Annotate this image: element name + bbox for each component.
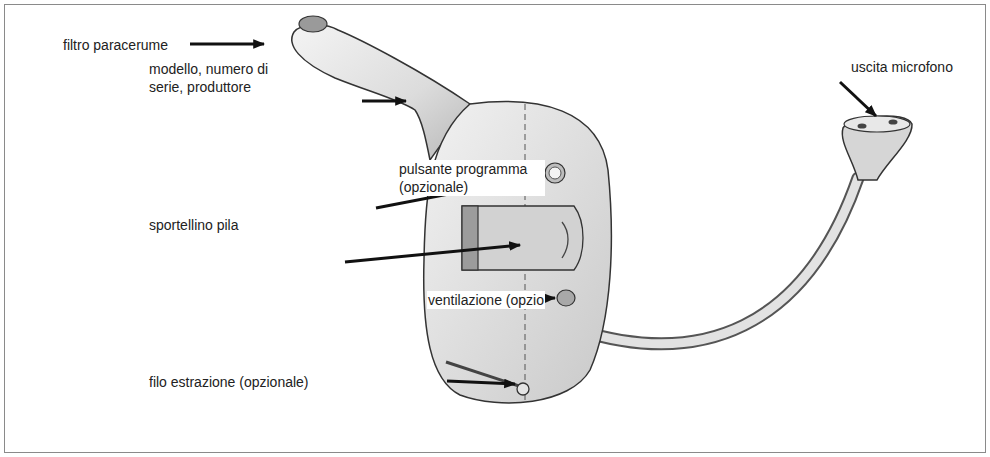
microphone-hole xyxy=(858,123,867,128)
part-label: sportellino pila xyxy=(148,216,240,234)
battery-door xyxy=(462,206,583,270)
part-label: uscita microfono xyxy=(850,58,954,76)
leader-arrow xyxy=(190,43,264,46)
microphone-tube xyxy=(578,178,858,344)
leader-arrow xyxy=(345,245,520,262)
frame xyxy=(5,5,986,453)
removal-wire xyxy=(446,362,519,386)
microphone-tube-fill xyxy=(578,178,858,344)
vent xyxy=(557,290,575,306)
program-button xyxy=(545,163,565,183)
leader-arrow xyxy=(840,82,876,116)
microphone-head xyxy=(842,116,912,180)
leader-arrows xyxy=(190,44,876,384)
part-label: filtro paracerume xyxy=(62,36,169,54)
program-button-top xyxy=(549,167,561,179)
microphone-hole xyxy=(889,119,898,124)
wax-filter xyxy=(299,16,327,32)
part-label: filo estrazione (opzionale) xyxy=(148,373,310,391)
removal-wire-knob xyxy=(517,383,529,395)
part-label: modello, numero di serie, produttore xyxy=(148,60,290,96)
battery-door-grip xyxy=(562,222,568,258)
part-label: pulsante programma (opzionale) xyxy=(398,160,545,196)
microphone-top xyxy=(844,116,910,132)
leader-arrow xyxy=(362,100,406,103)
battery-door-hinge xyxy=(462,206,478,270)
part-label: ventilazione (opzio xyxy=(427,291,545,309)
leader-arrow xyxy=(447,381,515,384)
